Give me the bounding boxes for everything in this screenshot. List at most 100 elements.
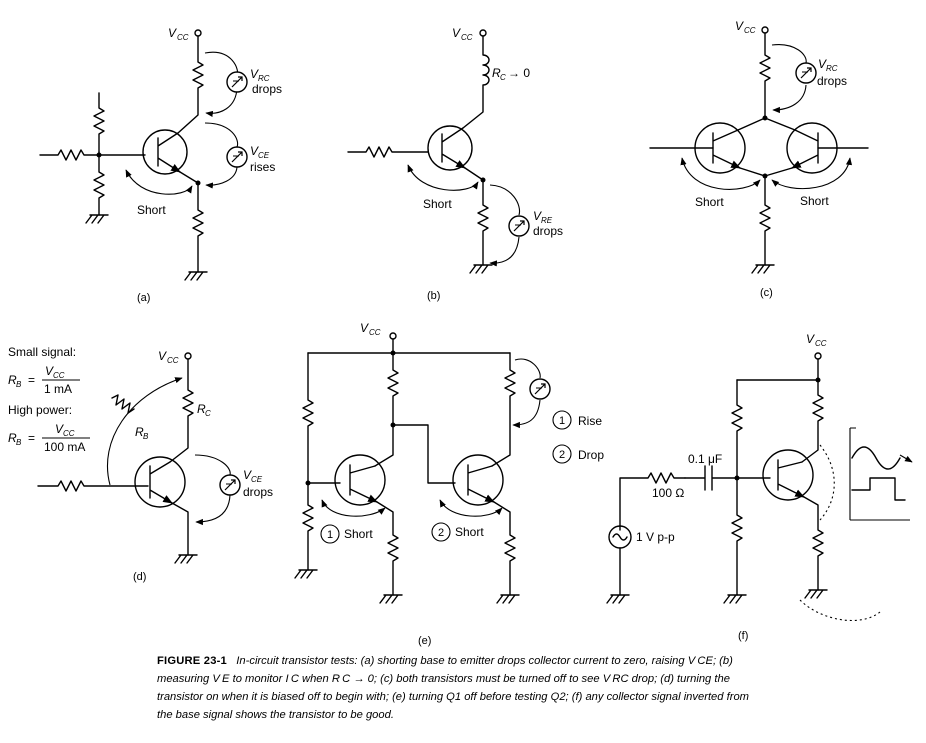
svg-text:B: B	[16, 438, 22, 447]
voltmeter-icon	[529, 378, 551, 400]
emitter-resistor	[464, 167, 489, 266]
emitter-resistor	[179, 171, 204, 273]
bias-resistor-left-bottom	[302, 482, 314, 571]
svg-text:Short: Short	[800, 194, 829, 208]
svg-text:RE: RE	[541, 216, 553, 225]
high-power-label: High power:	[8, 403, 72, 417]
short-arrow	[407, 164, 479, 191]
collector-resistor	[177, 35, 204, 134]
svg-text:V: V	[158, 349, 167, 363]
svg-text:1 mA: 1 mA	[44, 382, 72, 396]
svg-text:V: V	[533, 209, 542, 223]
collector-resistor	[759, 32, 771, 119]
transistor-q1	[334, 454, 385, 505]
svg-text:V: V	[45, 364, 54, 378]
emitter-resistor	[803, 496, 824, 591]
voltmeter-icon	[226, 146, 248, 168]
input-resistor	[37, 480, 149, 492]
ground-symbol	[85, 214, 109, 224]
svg-text:V: V	[818, 57, 827, 71]
ground-symbol	[804, 589, 828, 599]
svg-text:V: V	[250, 67, 259, 81]
collector-resistor	[169, 358, 194, 463]
svg-text:→ 0: → 0	[508, 66, 530, 80]
svg-text:Short: Short	[423, 197, 452, 211]
svg-text:C: C	[205, 409, 211, 418]
svg-text:100 mA: 100 mA	[44, 440, 85, 454]
transistor	[134, 456, 186, 507]
ground-symbol	[184, 271, 208, 281]
vcc-terminal: V CC	[360, 321, 397, 340]
voltmeter-icon	[795, 62, 817, 84]
svg-text:100 Ω: 100 Ω	[652, 486, 684, 500]
svg-text:CC: CC	[815, 339, 827, 348]
panel-e: V CC 1 Rise	[294, 321, 604, 647]
svg-text:CE: CE	[258, 151, 270, 160]
ground-symbol	[751, 264, 775, 274]
ground-symbol	[723, 594, 747, 604]
panel-label: (c)	[760, 287, 773, 299]
svg-text:CC: CC	[63, 429, 75, 438]
caption-text: In-circuit transistor tests: (a) shortin…	[157, 655, 749, 721]
svg-text:B: B	[16, 380, 22, 389]
svg-text:V: V	[250, 144, 259, 158]
svg-text:R: R	[197, 402, 206, 416]
svg-text:RC: RC	[258, 74, 270, 83]
svg-text:R: R	[8, 373, 17, 387]
svg-text:CC: CC	[461, 33, 473, 42]
panel-label: (d)	[133, 571, 146, 583]
base-resistor-bottom	[93, 151, 105, 216]
svg-text:=: =	[28, 373, 35, 387]
svg-text:R: R	[8, 431, 17, 445]
svg-text:CC: CC	[744, 26, 756, 35]
svg-text:0.1 μF: 0.1 μF	[688, 452, 722, 466]
scope-display	[799, 427, 913, 621]
svg-text:Rise: Rise	[578, 414, 602, 428]
bias-resistor-left	[302, 352, 314, 484]
svg-text:drops: drops	[817, 74, 847, 88]
svg-text:Drop: Drop	[578, 448, 604, 462]
base-resistor-top	[93, 92, 105, 153]
svg-text:V: V	[243, 468, 252, 482]
svg-text:CE: CE	[251, 475, 263, 484]
svg-text:RC: RC	[826, 64, 838, 73]
step-drop: 2 Drop	[552, 444, 604, 464]
svg-text:Short: Short	[455, 525, 484, 539]
ground-symbol	[496, 594, 520, 604]
voltmeter-icon	[226, 71, 248, 93]
small-signal-label: Small signal:	[8, 345, 76, 359]
input-resistor	[39, 149, 146, 161]
vcc-terminal: V CC	[158, 349, 192, 365]
rb-resistor	[111, 394, 135, 414]
svg-text:V: V	[452, 26, 461, 40]
svg-text:V: V	[55, 422, 64, 436]
svg-text:B: B	[143, 432, 149, 441]
svg-text:CC: CC	[53, 371, 65, 380]
svg-text:V: V	[360, 321, 369, 335]
ground-symbol	[469, 264, 493, 274]
transistor	[427, 125, 472, 170]
panel-label: (f)	[738, 630, 748, 642]
short-arrow	[125, 169, 193, 195]
input-resistor	[347, 146, 429, 158]
emitter-resistor-q1	[376, 501, 399, 596]
ground-symbol	[294, 569, 318, 579]
transistor	[142, 129, 187, 174]
coupling-capacitor	[684, 465, 738, 491]
panel-f: V CC 0.1 μF 100 Ω 1 V p-p	[606, 332, 913, 642]
svg-text:Short: Short	[137, 203, 166, 217]
svg-text:R: R	[492, 66, 501, 80]
svg-text:Short: Short	[344, 527, 373, 541]
short-arrow	[680, 157, 761, 190]
collector-resistor-q2	[491, 352, 516, 467]
figure-caption: FIGURE 23-1 In-circuit transistor tests:…	[157, 652, 767, 724]
collector-inductor	[462, 35, 490, 129]
vcc-terminal: V CC	[806, 332, 827, 360]
voltmeter-icon	[219, 474, 241, 496]
svg-text:CC: CC	[177, 33, 189, 42]
